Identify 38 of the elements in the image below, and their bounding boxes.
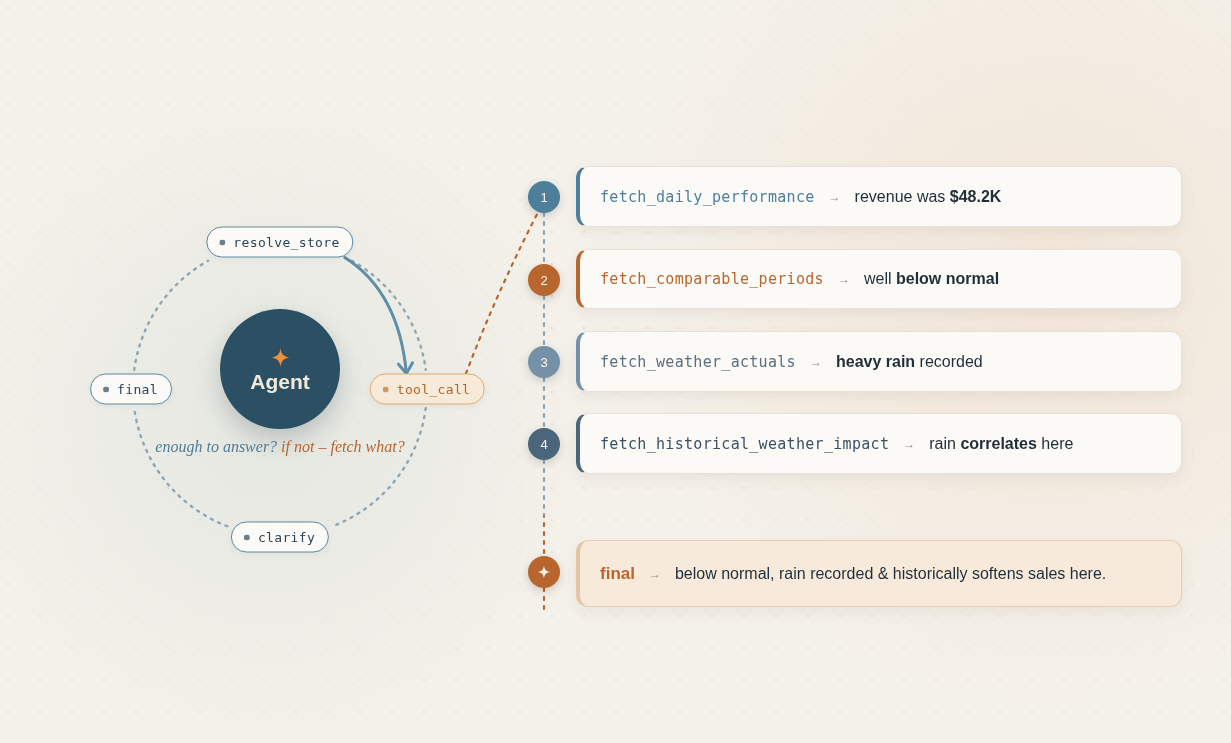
function-name: fetch_comparable_periods — [600, 270, 824, 288]
question-caption: enough to answer? — [155, 438, 278, 456]
result-text: well below normal — [863, 270, 1000, 288]
state-pill — [230, 521, 330, 553]
tool-result-card — [576, 166, 1182, 227]
timeline-line — [542, 294, 546, 348]
result-text: revenue was $48.2K — [854, 187, 1002, 206]
answer-text: below normal, rain recorded & historically softens sales here. — [674, 564, 1107, 583]
arrow-glyph: → — [809, 354, 822, 369]
curved-arrow — [343, 256, 414, 375]
state-pill — [206, 226, 354, 258]
agent-label: Agent — [250, 370, 310, 394]
state-pill — [369, 373, 485, 405]
timeline-line — [542, 586, 546, 612]
arrow-glyph: → — [828, 189, 841, 204]
result-text: heavy rain recorded — [835, 352, 983, 371]
arrow-glyph: → — [903, 436, 916, 451]
arrow-glyph: → — [648, 566, 661, 581]
function-name: fetch_weather_actuals — [600, 352, 796, 371]
tool-result-card — [576, 413, 1182, 474]
question-caption: if not – fetch what? — [281, 438, 405, 456]
final-label: final — [600, 563, 635, 584]
tool-result-card — [576, 331, 1182, 392]
function-name: fetch_daily_performance — [600, 187, 815, 206]
state-label: resolve_store — [233, 234, 340, 250]
state-pill — [90, 373, 172, 405]
state-label: final — [117, 381, 158, 397]
state-label: tool_call — [396, 381, 471, 397]
state-label: clarify — [257, 529, 316, 545]
function-name: fetch_historical_weather_impact — [600, 434, 890, 453]
dotted-arc — [133, 259, 210, 371]
answer-card — [576, 540, 1182, 607]
dotted-arc — [350, 259, 427, 371]
arrow-glyph: → — [837, 272, 850, 286]
result-text: rain correlates here — [929, 434, 1074, 453]
tool-result-card — [576, 249, 1182, 309]
dotted-connector — [464, 211, 539, 375]
timeline-line — [542, 376, 546, 430]
